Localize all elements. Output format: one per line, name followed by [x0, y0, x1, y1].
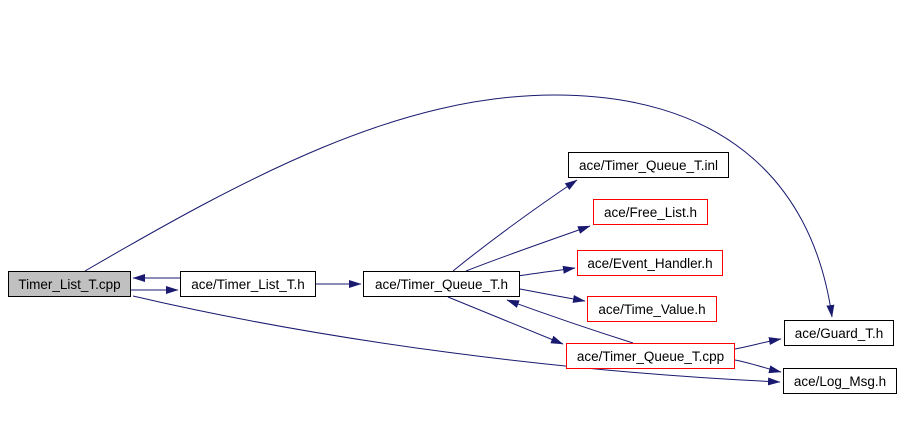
edge-ace_timer_queue_t_h-to-ace_free_list_h: [465, 225, 591, 272]
node-label: ace/Log_Msg.h: [793, 373, 887, 389]
edge-timer_list_t_cpp-to-ace_guard_t_h: [84, 94, 835, 318]
node-label: ace/Timer_List_T.h: [191, 276, 305, 292]
node-label: ace/Guard_T.h: [794, 325, 884, 341]
edge-group: [84, 94, 835, 386]
node-ace_timer_queue_t_cpp[interactable]: ace/Timer_Queue_T.cpp: [566, 343, 735, 369]
node-ace_log_msg_h[interactable]: ace/Log_Msg.h: [783, 368, 897, 394]
node-label: ace/Event_Handler.h: [587, 255, 713, 271]
edge-timer_list_t_cpp-to-ace_log_msg_h: [132, 295, 781, 386]
edge-ace_timer_queue_t_cpp-to-ace_log_msg_h: [734, 359, 782, 374]
edge-ace_timer_queue_t_h-to-ace_time_value_h: [519, 288, 586, 303]
node-ace_timer_list_t_h[interactable]: ace/Timer_List_T.h: [180, 271, 316, 297]
node-timer_list_t_cpp[interactable]: Timer_List_T.cpp: [8, 271, 131, 297]
node-ace_free_list_h[interactable]: ace/Free_List.h: [593, 199, 708, 225]
node-ace_timer_queue_t_h[interactable]: ace/Timer_Queue_T.h: [363, 271, 520, 297]
node-ace_guard_t_h[interactable]: ace/Guard_T.h: [784, 320, 894, 346]
node-ace_timer_queue_t_inl[interactable]: ace/Timer_Queue_T.inl: [568, 152, 729, 178]
edge-ace_timer_queue_t_h-to-ace_event_handler_h: [517, 265, 576, 277]
node-label: ace/Timer_Queue_T.cpp: [576, 348, 725, 364]
node-label: ace/Free_List.h: [603, 204, 698, 220]
node-ace_time_value_h[interactable]: ace/Time_Value.h: [587, 296, 717, 322]
node-label: Timer_List_T.cpp: [18, 276, 121, 292]
edge-ace_timer_queue_t_cpp-to-ace_guard_t_h: [734, 337, 782, 350]
edge-ace_timer_queue_t_h-to-ace_timer_queue_t_cpp: [447, 296, 564, 345]
edge-ace_timer_queue_t_cpp-to-ace_timer_queue_t_h: [506, 299, 634, 344]
node-ace_event_handler_h[interactable]: ace/Event_Handler.h: [577, 250, 723, 276]
node-label: ace/Time_Value.h: [598, 301, 706, 317]
node-label: ace/Timer_Queue_T.inl: [578, 157, 719, 173]
edge-ace_timer_queue_t_h-to-ace_timer_queue_t_inl: [452, 179, 578, 272]
node-label: ace/Timer_Queue_T.h: [374, 276, 509, 292]
